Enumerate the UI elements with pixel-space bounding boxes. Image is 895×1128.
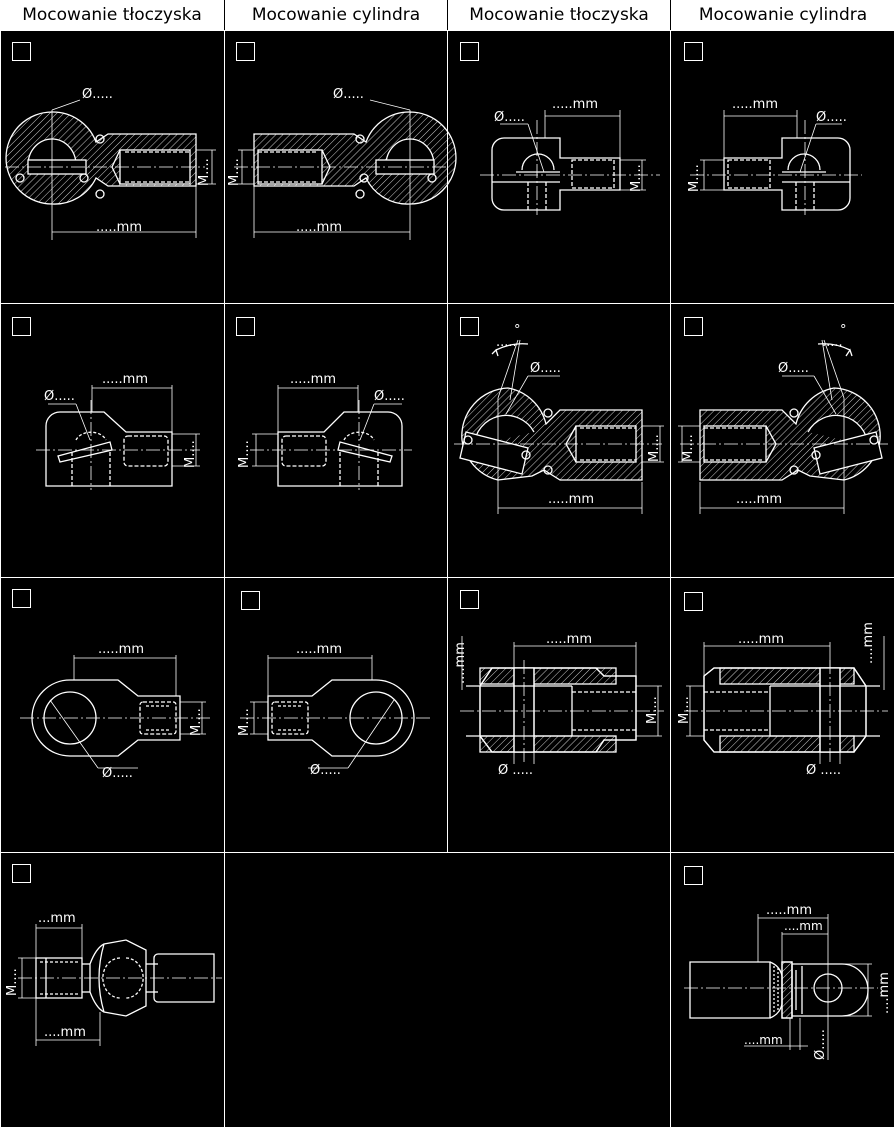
label-r2c4-len: .....mm xyxy=(736,492,782,507)
drawing-r2-c3 xyxy=(454,339,664,514)
label-r2c3-angle-dots: ..... xyxy=(496,335,517,350)
label-r2c2-thread: M.... xyxy=(237,440,252,468)
checkbox-r1-c3[interactable] xyxy=(460,42,479,61)
label-r3c2-dia: Ø..... xyxy=(310,763,341,778)
label-r4c4-len-vertical: ....mm xyxy=(877,972,892,1014)
header-col-2: Mocowanie cylindra xyxy=(225,0,447,30)
drawing-r2-c2 xyxy=(250,385,412,490)
label-r1c4-dia: Ø..... xyxy=(816,110,847,125)
header-col-1: Mocowanie tłoczyska xyxy=(0,0,224,30)
checkbox-r3-c4[interactable] xyxy=(684,592,703,611)
label-r2c2-dia: Ø..... xyxy=(374,389,405,404)
label-r1c1-thread: M.... xyxy=(197,158,212,186)
drawing-r3-c2 xyxy=(240,655,430,769)
label-r3c2-thread: M.... xyxy=(237,708,252,736)
checkbox-r1-c4[interactable] xyxy=(684,42,703,61)
label-r2c4-thread: M.... xyxy=(681,434,696,462)
label-r2c3-len: .....mm xyxy=(548,492,594,507)
label-r4c4-len-inner: ....mm xyxy=(784,919,823,933)
label-r3c1-dia: Ø..... xyxy=(102,766,133,781)
checkbox-r2-c3[interactable] xyxy=(460,317,479,336)
drawing-r1-c2 xyxy=(234,99,457,240)
label-r1c4-thread: M.... xyxy=(687,164,702,192)
label-r4c1-len-top: ...mm xyxy=(38,911,76,926)
checkbox-r2-c2[interactable] xyxy=(236,317,255,336)
label-r1c3-thread: M.... xyxy=(629,164,644,192)
label-r3c1-len: .....mm xyxy=(98,642,144,657)
label-r2c1-dia: Ø..... xyxy=(44,389,75,404)
label-r4c1-len-bottom: ....mm xyxy=(44,1025,86,1040)
label-r4c4-dia: Ø..... xyxy=(813,1029,828,1060)
label-r2c3-dia: Ø..... xyxy=(530,361,561,376)
label-r4c1-thread: M.... xyxy=(5,968,20,996)
label-r2c4-dia: Ø..... xyxy=(778,361,809,376)
drawing-r4-c1 xyxy=(18,924,222,1046)
label-r2c1-len: .....mm xyxy=(102,372,148,387)
header-col-3: Mocowanie tłoczyska xyxy=(448,0,670,30)
drawing-r3-c4 xyxy=(684,636,888,764)
drawing-r1-c1 xyxy=(5,99,216,240)
drawing-r2-c1 xyxy=(36,385,200,490)
label-r2c1-thread: M.... xyxy=(183,440,198,468)
label-r2c3-thread: M.... xyxy=(647,434,662,462)
label-r3c4-dia: Ø ..... xyxy=(806,763,841,778)
drawing-r3-c3 xyxy=(460,636,664,764)
label-r3c3-len: .....mm xyxy=(546,632,592,647)
checkbox-r2-c4[interactable] xyxy=(684,317,703,336)
checkbox-r3-c3[interactable] xyxy=(460,590,479,609)
label-r1c2-dia: Ø..... xyxy=(333,87,364,102)
label-r3c2-len: .....mm xyxy=(296,642,342,657)
label-r1c1-len: .....mm xyxy=(96,220,142,235)
label-r2c4-angle: ° xyxy=(840,323,847,338)
label-r1c1-dia: Ø..... xyxy=(82,87,113,102)
label-r3c4-len: .....mm xyxy=(738,632,784,647)
label-r3c3-thread: M.... xyxy=(645,696,660,724)
checkbox-r1-c1[interactable] xyxy=(12,42,31,61)
drawing-r1-c4 xyxy=(690,110,862,215)
label-r1c4-len: .....mm xyxy=(732,97,778,112)
label-r2c2-len: .....mm xyxy=(290,372,336,387)
label-r3c4-thread: M.... xyxy=(677,696,692,724)
label-r3c4-len-vertical: ....mm xyxy=(861,622,876,664)
label-r4c4-len-small: ....mm xyxy=(744,1033,783,1047)
checkbox-r4-c1[interactable] xyxy=(12,864,31,883)
label-r1c2-len: .....mm xyxy=(296,220,342,235)
label-r4c4-len-outer: .....mm xyxy=(766,903,812,918)
drawing-r2-c4 xyxy=(678,339,888,514)
label-r1c3-len: .....mm xyxy=(552,97,598,112)
checkbox-r3-c1[interactable] xyxy=(12,589,31,608)
label-r3c3-len-vertical: ....mm xyxy=(453,642,468,684)
checkbox-r1-c2[interactable] xyxy=(236,42,255,61)
label-r2c4-angle-dots: ..... xyxy=(822,335,843,350)
label-r3c1-thread: M.... xyxy=(189,708,204,736)
label-r3c3-dia: Ø ..... xyxy=(498,763,533,778)
label-r1c2-thread: M.... xyxy=(227,158,242,186)
header-col-4: Mocowanie cylindra xyxy=(671,0,895,30)
checkbox-r3-c2[interactable] xyxy=(241,591,260,610)
drawing-r3-c1 xyxy=(20,655,210,769)
drawing-r1-c3 xyxy=(480,110,660,215)
checkbox-r4-c4[interactable] xyxy=(684,866,703,885)
drawing-r4-c4 xyxy=(684,914,878,1060)
checkbox-r2-c1[interactable] xyxy=(12,317,31,336)
label-r1c3-dia: Ø..... xyxy=(494,110,525,125)
label-r2c3-angle: ° xyxy=(514,323,521,338)
